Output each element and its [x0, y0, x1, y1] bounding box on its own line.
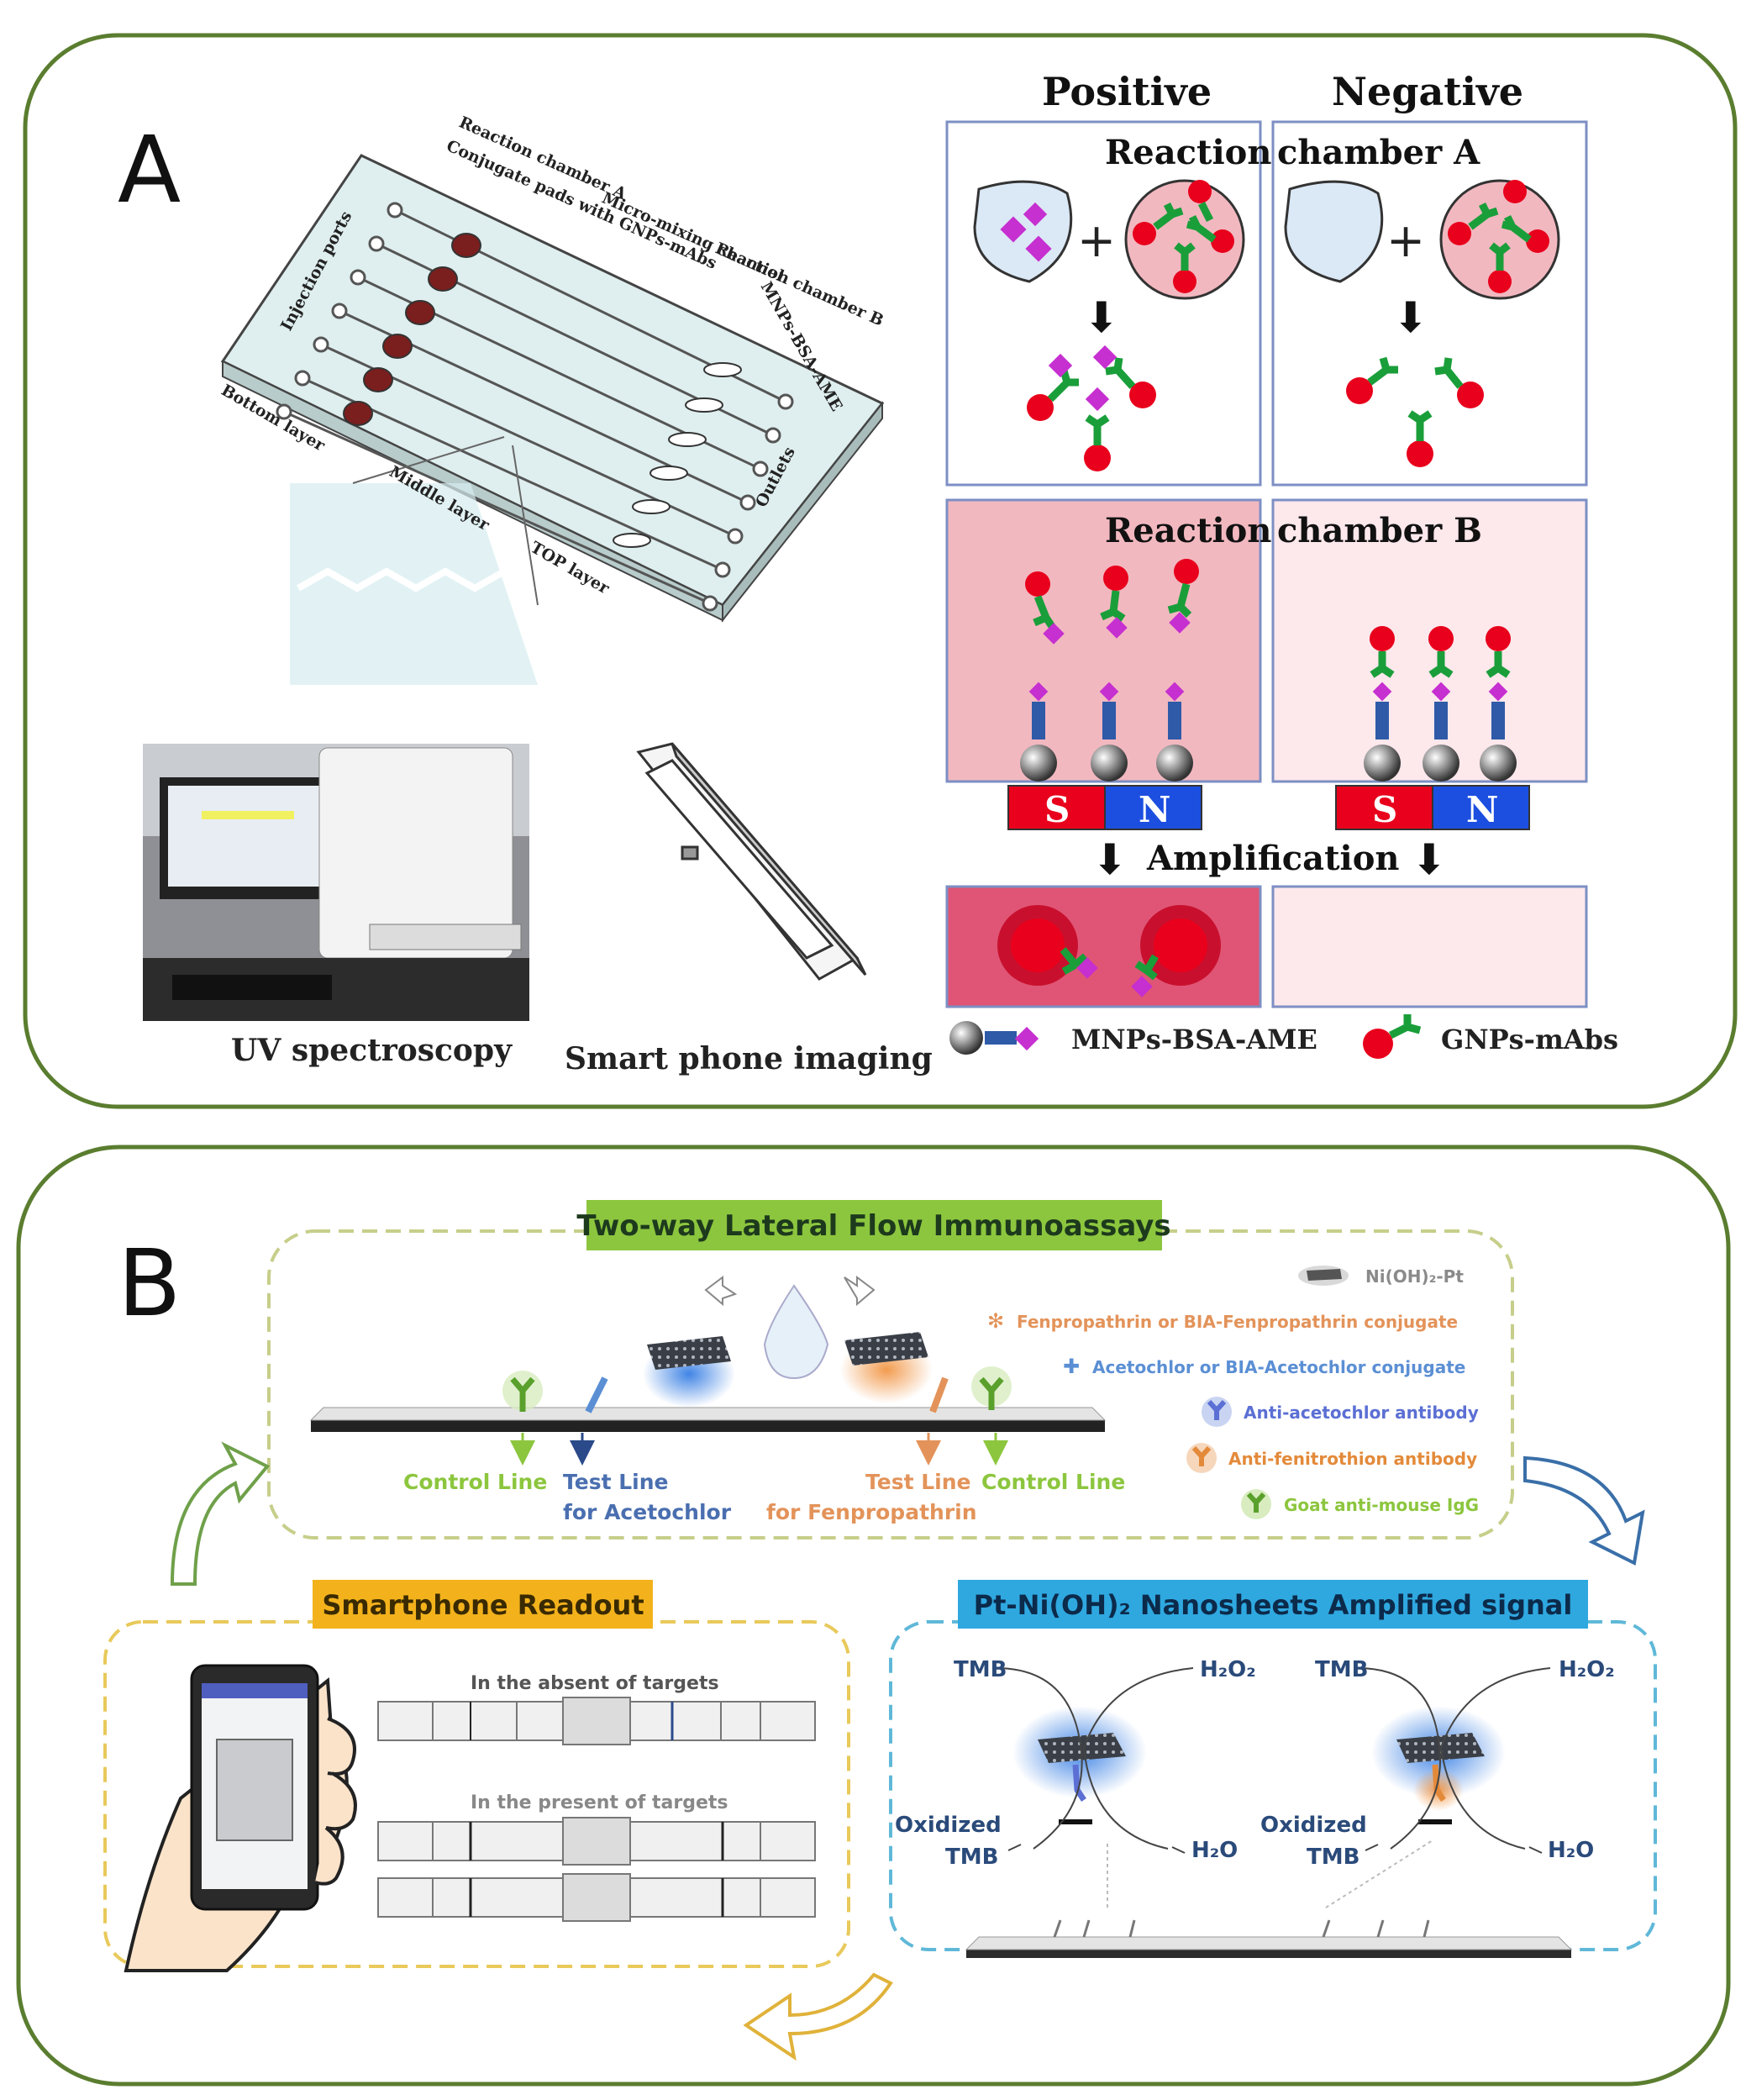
plus-positive: + — [1077, 213, 1116, 267]
legend-item-1: Ni(OH)₂-Pt — [1365, 1266, 1464, 1287]
amplified-title: Pt-Ni(OH)₂ Nanosheets Amplified signal — [974, 1589, 1573, 1621]
cycle-arrow-up — [170, 1441, 271, 1586]
hand-holding-phone — [124, 1664, 357, 1972]
legend-mnps-text: MNPs-BSA-AME — [1071, 1024, 1317, 1055]
test-line-2a: Test Line — [865, 1470, 970, 1494]
absent-label: In the absent of targets — [471, 1673, 719, 1694]
label-chamber-b: Reaction chamber B — [713, 239, 886, 329]
chamber-b-right-label: chamber B — [1277, 511, 1482, 550]
h2o2-right: H₂O₂ — [1559, 1657, 1615, 1682]
tmb-oxidized-left: TMB — [945, 1845, 998, 1870]
lfa-strip — [309, 1276, 1107, 1466]
test-line-2b: for Fenpropathrin — [766, 1500, 977, 1524]
strip-absent — [377, 1697, 816, 1745]
chamber-a-negative-box — [1271, 120, 1588, 487]
magnet-positive-s: S — [1044, 789, 1070, 830]
control-line-2: Control Line — [981, 1470, 1125, 1494]
negative-gnps-sphere — [1439, 179, 1560, 300]
legend-icon-2: ✻ — [987, 1309, 1004, 1333]
legend-item-3: Acetochlor or BIA-Acetochlor conjugate — [1092, 1357, 1465, 1377]
arrow-down-negative-a: ⬇ — [1393, 293, 1428, 342]
conjugate-pads — [343, 233, 481, 426]
magnet-negative-s: S — [1372, 789, 1397, 830]
positive-gnps-sphere — [1124, 179, 1245, 300]
legend-item-5: Anti-fenitrothion antibody — [1228, 1449, 1477, 1469]
present-label: In the present of targets — [471, 1792, 728, 1813]
panel-a-label: A — [118, 116, 181, 224]
amplified-strip — [965, 1839, 1573, 1958]
arrow-down-positive-a: ⬇ — [1084, 293, 1119, 342]
test-line-1a: Test Line — [563, 1470, 668, 1494]
arrow-down-amplification-right: ⬇ — [1412, 835, 1447, 884]
lfa-title: Two-way Lateral Flow Immunoassays — [576, 1209, 1170, 1243]
oxidized-left: Oxidized — [895, 1813, 1002, 1838]
magnet-negative-n: N — [1466, 789, 1498, 830]
panel-b: B Two-way Lateral Flow Immunoassays — [16, 1145, 1731, 2087]
plus-negative: + — [1386, 213, 1425, 267]
phone-caption: Smart phone imaging — [565, 1041, 933, 1076]
strip-labels: Control Line Test Line for Acetochlor Te… — [403, 1470, 1125, 1524]
tmb-right: TMB — [1315, 1657, 1368, 1682]
arrow-down-amplification-left: ⬇ — [1092, 835, 1128, 884]
magnet-positive-n: N — [1139, 789, 1170, 830]
reaction-curves — [995, 1667, 1551, 1854]
nanosheet-left — [1012, 1706, 1147, 1824]
negative-gnps — [1346, 356, 1484, 467]
legend-gnps-text: GNPs-mAbs — [1441, 1024, 1618, 1055]
chamber-b-negative-content — [1364, 626, 1517, 782]
oxidized-right: Oxidized — [1260, 1813, 1367, 1838]
legend-icon-3: ✚ — [1063, 1355, 1080, 1378]
amplified-negative-box — [1271, 885, 1588, 1008]
amplified-title-bg — [958, 1580, 1588, 1629]
test-line-1b: for Acetochlor — [563, 1500, 732, 1524]
nanosheet-right — [1371, 1706, 1506, 1824]
positive-complexes — [1027, 345, 1156, 471]
h2o-left: H₂O — [1191, 1838, 1238, 1863]
col-positive: Positive — [1042, 69, 1212, 114]
panel-a: A — [23, 33, 1738, 1109]
col-negative: Negative — [1332, 69, 1523, 114]
chamber-b-positive-content — [1020, 559, 1199, 782]
panel-a-border — [23, 33, 1738, 1109]
amplification-label: Amplification — [1146, 839, 1400, 878]
positive-sample-drop — [973, 180, 1073, 283]
smart-phone-drawing — [636, 742, 867, 981]
legend-item-4: Anti-acetochlor antibody — [1244, 1403, 1479, 1423]
tmb-oxidized-right: TMB — [1307, 1845, 1359, 1870]
legend-item-6: Goat anti-mouse IgG — [1284, 1495, 1479, 1515]
chamber-b-ovals — [613, 362, 742, 548]
tmb-left: TMB — [954, 1657, 1007, 1682]
lfa-legend: Ni(OH)₂-Pt ✻ Fenpropathrin or BIA-Fenpro… — [987, 1266, 1479, 1519]
port-circles — [276, 202, 794, 612]
h2o2-left: H₂O₂ — [1200, 1657, 1256, 1682]
magnet-negative: S N — [1335, 785, 1530, 830]
h2o-right: H₂O — [1548, 1838, 1594, 1863]
reaction-labels: TMB H₂O₂ TMB H₂O₂ Oxidized TMB H₂O Oxidi… — [895, 1657, 1615, 1870]
cycle-arrow-left — [743, 1972, 893, 2061]
chamber-b-left-label: Reaction — [1105, 511, 1271, 550]
lfa-title-bg — [586, 1200, 1162, 1250]
control-line-1: Control Line — [403, 1470, 547, 1494]
legend-gnps: GNPs-mAbs — [1363, 1014, 1618, 1059]
negative-sample-drop — [1284, 180, 1384, 283]
readout-title-bg — [313, 1580, 653, 1629]
panel-b-label: B — [118, 1229, 181, 1337]
cycle-arrow-right — [1523, 1455, 1645, 1566]
uv-caption: UV spectroscopy — [231, 1033, 513, 1068]
chamber-a-left-label: Reaction — [1105, 133, 1271, 172]
chamber-a-right-label: chamber A — [1277, 133, 1480, 172]
microfluidic-device: Reaction chamber A Conjugate pads with G… — [218, 113, 886, 685]
magnet-positive: S N — [1007, 785, 1202, 830]
strip-present-2 — [377, 1873, 816, 1922]
uv-spectrometer-photo — [143, 744, 529, 1021]
legend-item-2: Fenpropathrin or BIA-Fenpropathrin conju… — [1017, 1312, 1458, 1332]
strip-present-1 — [377, 1817, 816, 1866]
legend-mnps: MNPs-BSA-AME — [949, 1021, 1317, 1055]
panel-b-border — [16, 1145, 1731, 2087]
readout-title: Smartphone Readout — [322, 1589, 644, 1621]
